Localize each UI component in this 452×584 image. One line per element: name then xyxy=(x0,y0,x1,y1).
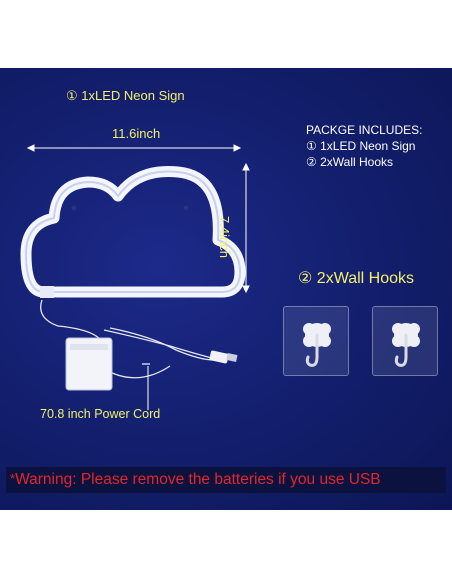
cord-length-label: 70.8 inch Power Cord xyxy=(40,407,161,421)
wall-hook-card xyxy=(372,306,438,376)
cloud-neon-sign-icon xyxy=(20,166,246,298)
package-item-1: ① 1xLED Neon Sign xyxy=(306,139,416,153)
wall-hook-icon xyxy=(303,323,331,367)
width-dimension-arrow xyxy=(26,144,242,152)
width-label: 11.6inch xyxy=(112,126,161,141)
warning-text: Warning: Please remove the batteries if … xyxy=(15,471,381,488)
package-item-2: ② 2xWall Hooks xyxy=(306,155,393,169)
hooks-title: ② 2xWall Hooks xyxy=(298,270,414,287)
battery-box-icon xyxy=(65,337,150,391)
product-image-panel: ① 1xLED Neon Sign 11.6inch 7.4inch PACKG… xyxy=(0,68,452,510)
package-includes: PACKGE INCLUDES: ① 1xLED Neon Sign ② 2xW… xyxy=(306,122,422,170)
package-title: PACKGE INCLUDES: xyxy=(306,123,423,137)
height-label: 7.4inch xyxy=(217,216,232,258)
wall-hook-icon xyxy=(392,323,420,367)
warning-banner: *Warning: Please remove the batteries if… xyxy=(6,467,446,493)
usb-plug-icon xyxy=(209,350,238,364)
item-1-label: ① 1xLED Neon Sign xyxy=(66,88,185,103)
height-dimension-arrow xyxy=(242,162,250,294)
warning-mark: * xyxy=(10,471,16,486)
product-illustration xyxy=(20,144,250,410)
wall-hook-card xyxy=(283,306,349,376)
